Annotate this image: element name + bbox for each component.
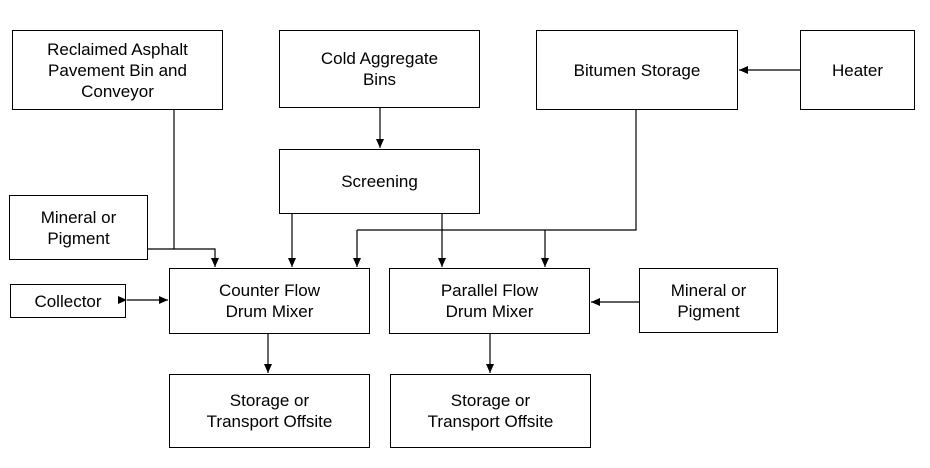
screening-label: Screening: [341, 172, 418, 191]
storage-transport-left-label: Storage or Transport Offsite: [206, 391, 333, 431]
parallel-flow-drum-mixer-box: Parallel Flow Drum Mixer: [389, 268, 590, 334]
reclaimed-asphalt-label: Reclaimed Asphalt Pavement Bin and Conve…: [47, 39, 188, 101]
storage-transport-left-box: Storage or Transport Offsite: [169, 374, 370, 448]
arrow-reclaimed-asphalt-to-counter-flow: [173, 110, 219, 267]
cold-aggregate-box: Cold Aggregate Bins: [279, 30, 480, 108]
mineral-pigment-left-label: Mineral or Pigment: [40, 207, 117, 248]
mineral-pigment-left-box: Mineral or Pigment: [9, 195, 148, 260]
counter-flow-drum-mixer-label: Counter Flow Drum Mixer: [218, 281, 321, 321]
storage-transport-right-label: Storage or Transport Offsite: [427, 391, 554, 431]
mineral-pigment-right-label: Mineral or Pigment: [670, 280, 747, 321]
bitumen-storage-box: Bitumen Storage: [536, 30, 738, 110]
reclaimed-asphalt-box: Reclaimed Asphalt Pavement Bin and Conve…: [12, 30, 223, 110]
cold-aggregate-label: Cold Aggregate Bins: [320, 49, 439, 89]
heater-label: Heater: [831, 60, 884, 80]
heater-box: Heater: [800, 30, 915, 110]
screening-box: Screening: [279, 149, 480, 214]
parallel-flow-drum-mixer-label: Parallel Flow Drum Mixer: [440, 281, 539, 321]
collector-box: Collector: [10, 284, 126, 318]
counter-flow-drum-mixer-box: Counter Flow Drum Mixer: [169, 268, 370, 334]
bitumen-storage-label: Bitumen Storage: [573, 60, 701, 80]
storage-transport-right-box: Storage or Transport Offsite: [390, 374, 591, 448]
mineral-pigment-right-box: Mineral or Pigment: [639, 268, 778, 333]
collector-label: Collector: [34, 291, 102, 311]
line-bitumen-distribution: [357, 110, 637, 231]
